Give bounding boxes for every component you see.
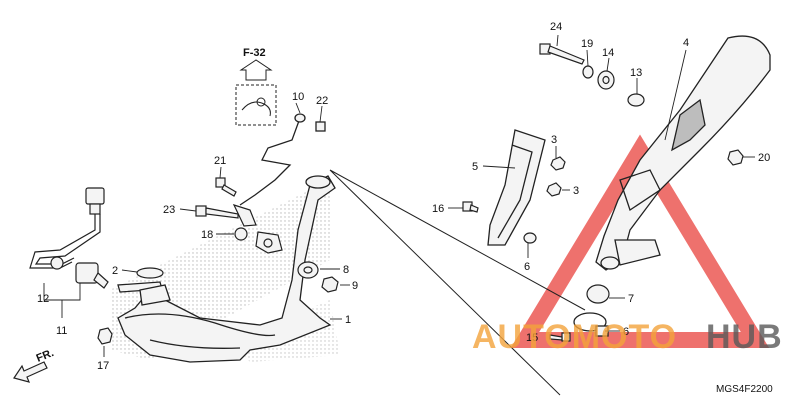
label-2: 2 xyxy=(112,265,118,277)
label-9: 8 xyxy=(343,264,349,276)
label-4: 4 xyxy=(683,37,689,49)
label-14: 13 xyxy=(630,67,642,79)
label-1: 1 xyxy=(345,314,351,326)
label-18: 17 xyxy=(97,360,109,372)
label-3-lower: 3 xyxy=(573,185,579,197)
nut-10 xyxy=(321,276,339,293)
bolt-24 xyxy=(539,43,585,65)
label-22-left: 21 xyxy=(214,155,226,167)
bolt-22-left xyxy=(215,177,237,197)
reference-label: F-32 xyxy=(243,47,266,59)
washer-20 xyxy=(582,65,594,79)
label-22-right: 22 xyxy=(316,95,328,107)
label-7: 6 xyxy=(623,326,629,338)
label-24: 24 xyxy=(550,21,562,33)
leader-lines xyxy=(43,34,755,357)
sensor-cable xyxy=(29,187,109,289)
nut-3-lower xyxy=(546,182,562,197)
collar-15 xyxy=(597,70,615,90)
label-6: 6 xyxy=(524,261,530,273)
label-5: 5 xyxy=(472,161,478,173)
nut-18 xyxy=(97,327,113,345)
label-21: 20 xyxy=(758,152,770,164)
front-direction-label: FR. xyxy=(35,347,56,365)
bolt-17 xyxy=(462,201,479,213)
exhaust-pipe-1 xyxy=(117,175,336,363)
label-20: 19 xyxy=(581,38,593,50)
cable-11 xyxy=(239,113,326,206)
bolt-23 xyxy=(195,205,239,219)
label-13: 12 xyxy=(37,293,49,305)
grommet-9 xyxy=(297,261,319,279)
hanger-bracket xyxy=(232,204,283,254)
label-3-upper: 3 xyxy=(551,134,557,146)
label-19: 18 xyxy=(201,229,213,241)
watermark-text: AUTOMOTO HUB xyxy=(472,318,783,356)
grommet-6 xyxy=(523,232,537,244)
front-direction-arrow: FR. xyxy=(13,347,56,383)
watermark-part2: HUB xyxy=(706,318,783,356)
part-labels: 10 22 21 23 18 2 12 11 17 8 9 1 5 16 6 3… xyxy=(37,21,770,372)
label-15: 14 xyxy=(602,47,614,59)
label-8: 7 xyxy=(628,293,634,305)
bolt-16 xyxy=(549,332,571,342)
reference-box xyxy=(235,59,277,126)
label-10: 9 xyxy=(352,280,358,292)
washer-19 xyxy=(234,227,248,241)
label-17: 16 xyxy=(432,203,444,215)
gasket-2 xyxy=(136,267,164,279)
label-23: 23 xyxy=(163,204,175,216)
bushing-14 xyxy=(627,93,645,107)
diagram-code: MGS4F2200 xyxy=(716,384,773,395)
nut-3-upper xyxy=(550,156,566,171)
muffler-4 xyxy=(595,35,771,271)
heat-shield-5 xyxy=(487,129,546,246)
gasket-8 xyxy=(586,284,610,304)
watermark-part1: AUTOMOTO xyxy=(472,318,677,356)
nut-21 xyxy=(727,149,744,166)
connection-line xyxy=(329,169,586,396)
label-11: 10 xyxy=(292,91,304,103)
label-12: 11 xyxy=(56,325,67,337)
label-16: 15 xyxy=(526,332,538,344)
watermark-triangle xyxy=(510,134,770,348)
